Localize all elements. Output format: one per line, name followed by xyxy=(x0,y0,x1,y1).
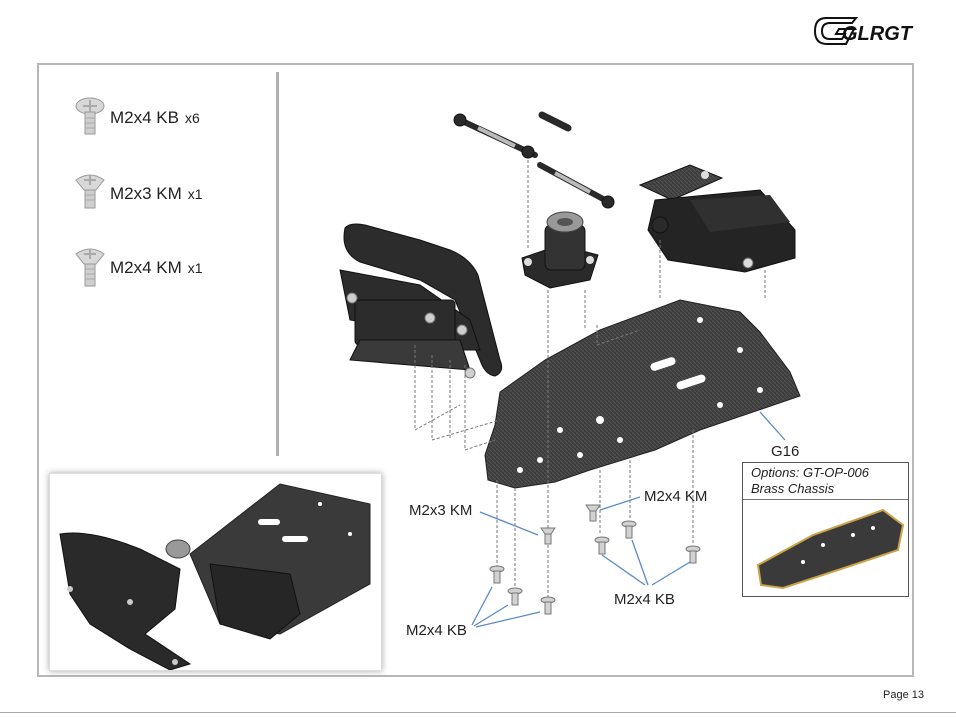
screws xyxy=(489,504,701,615)
km-screw-icon xyxy=(75,248,105,287)
kb-screw-icon xyxy=(75,97,105,135)
callout-m2x4-km: M2x4 KM xyxy=(644,488,708,505)
svg-text:GLRGT: GLRGT xyxy=(842,23,914,45)
turnbuckles xyxy=(453,111,615,209)
callout-g16: G16 xyxy=(771,443,800,460)
options-box: Options: GT-OP-006 Brass Chassis xyxy=(742,462,909,597)
part-item: M2x3 KM x1 xyxy=(70,172,203,216)
footer-rule xyxy=(0,712,956,713)
options-label: Options: GT-OP-006 Brass Chassis xyxy=(751,465,870,496)
kb-screw xyxy=(540,596,556,615)
suspension-screws xyxy=(346,292,476,379)
part-name: M2x3 KM xyxy=(110,184,182,203)
assembled-inset xyxy=(49,473,382,671)
part-item: M2x4 KB x6 xyxy=(70,96,200,140)
parts-divider xyxy=(276,72,279,456)
options-divider xyxy=(743,499,908,500)
callout-m2x4-kb-left: M2x4 KB xyxy=(406,622,467,639)
km-screw xyxy=(540,527,556,545)
glr-gt-logo: GLRGT xyxy=(813,17,914,45)
kb-screw xyxy=(594,536,610,555)
kb-screw xyxy=(685,545,701,564)
kb-screw xyxy=(621,520,637,539)
part-qty: x1 xyxy=(187,186,203,202)
page-number: Page 13 xyxy=(883,689,924,701)
part-qty: x6 xyxy=(184,110,200,126)
kb-screw xyxy=(489,565,505,584)
callout-m2x3-km: M2x3 KM xyxy=(409,502,473,519)
part-item: M2x4 KM x1 xyxy=(70,246,203,290)
part-name: M2x4 KB xyxy=(110,108,179,127)
assembly-lines xyxy=(414,160,766,600)
km-screw-icon xyxy=(75,174,105,209)
kb-screw xyxy=(507,587,523,606)
km-screw xyxy=(585,504,601,522)
assembled-render xyxy=(59,483,371,670)
callout-lines xyxy=(471,411,786,628)
callout-m2x4-kb-right: M2x4 KB xyxy=(614,591,675,608)
servo xyxy=(638,164,796,273)
chassis-holes xyxy=(517,317,763,473)
part-name: M2x4 KM xyxy=(110,258,182,277)
front-suspension xyxy=(339,223,503,377)
chassis-plate xyxy=(484,299,801,489)
bearing-holder xyxy=(521,211,599,289)
diagram-frame xyxy=(37,63,914,677)
brass-chassis-image xyxy=(756,508,905,590)
part-qty: x1 xyxy=(187,260,203,276)
